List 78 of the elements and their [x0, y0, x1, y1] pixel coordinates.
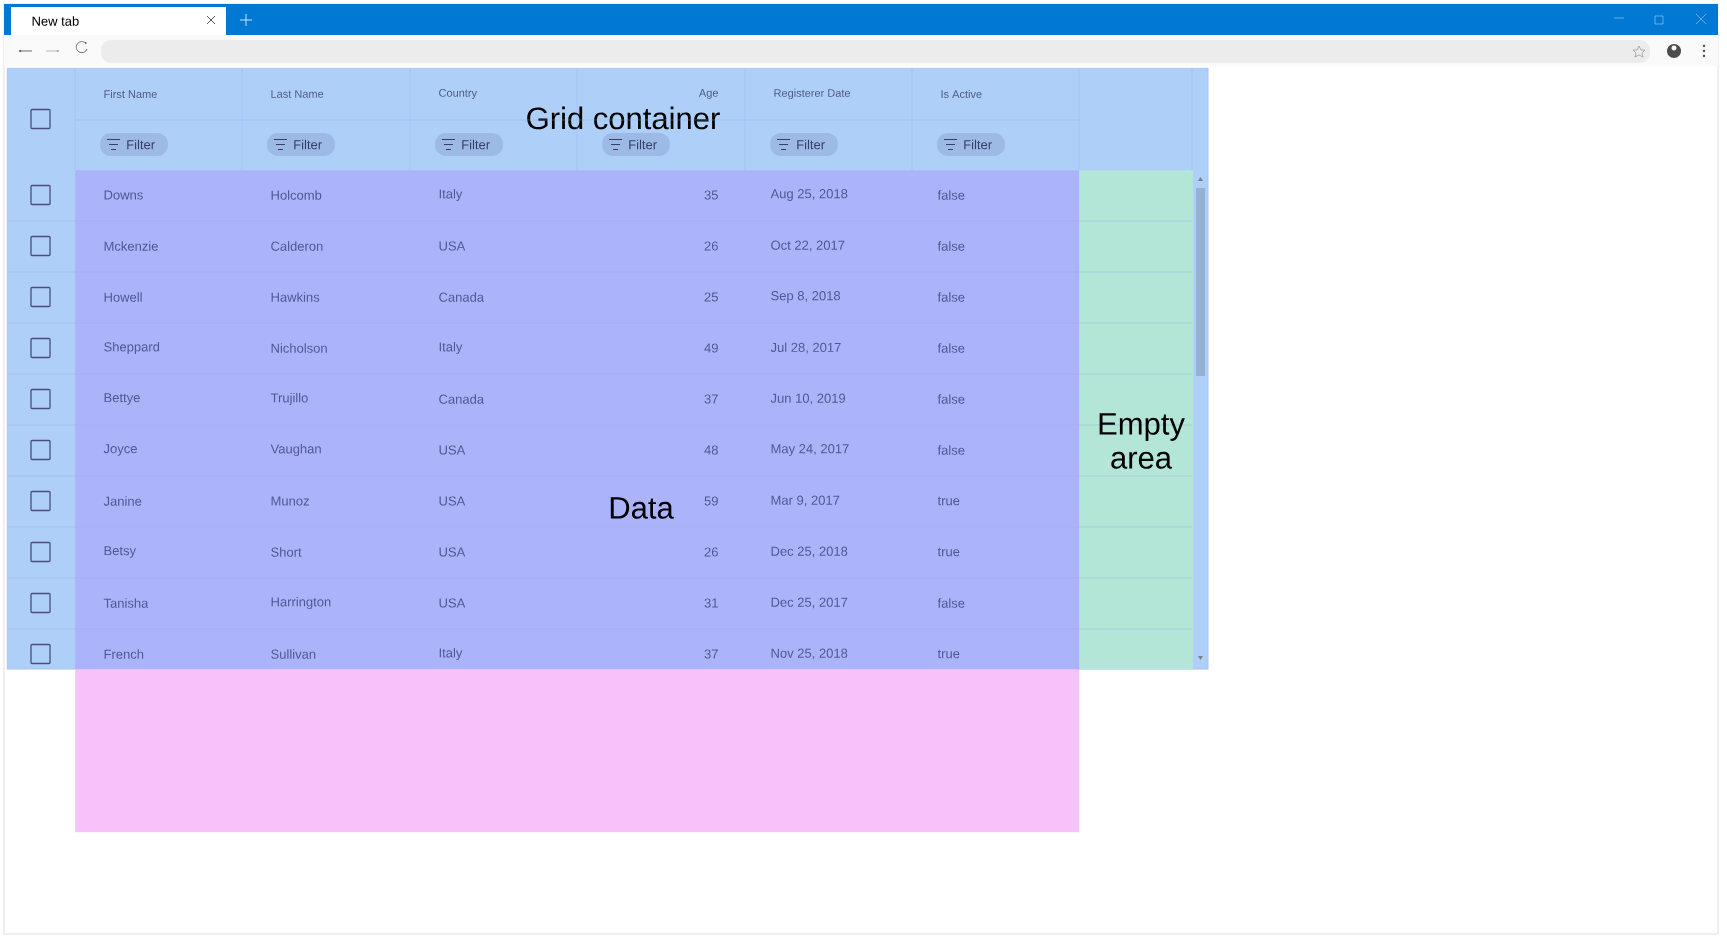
table-cell: Sullivan [271, 649, 316, 659]
table-cell: USA [439, 547, 466, 557]
table-cell: USA [439, 598, 466, 608]
table-cell: Howell [104, 292, 142, 302]
filter-button: Filter [602, 133, 670, 156]
table-cell: Downs [104, 190, 143, 200]
table-cell: Italy [439, 341, 463, 355]
table-cell: USA [439, 496, 466, 506]
table-cell: Short [271, 547, 302, 557]
table-cell: 31 [704, 598, 718, 608]
table-cell: 26 [704, 241, 718, 251]
table-cell: Joyce [103, 444, 137, 456]
table-cell: Jun 10, 2019 [770, 393, 846, 405]
table-cell: May 24, 2017 [771, 444, 849, 456]
column-header: Registerer Date [774, 88, 851, 100]
table-cell: Mckenzie [104, 241, 158, 251]
column-header: Country [439, 89, 478, 99]
empty-area [1079, 170, 1194, 670]
data-area [75, 170, 1080, 670]
table-cell: Italy [439, 188, 463, 202]
table-cell: false [937, 598, 965, 608]
table-cell: true [937, 649, 960, 659]
table-cell: 37 [704, 649, 718, 659]
column-header: First Name [104, 89, 157, 99]
table-cell: Dec 25, 2017 [771, 597, 848, 609]
table-cell: true [937, 547, 960, 557]
table-cell: false [937, 241, 965, 251]
table-cell: Oct 22, 2017 [771, 240, 845, 252]
table-cell: Holcomb [271, 190, 322, 200]
filter-button: Filter [770, 133, 838, 156]
table-cell: Calderon [271, 241, 323, 251]
table-cell: Mar 9, 2017 [771, 495, 840, 507]
table-cell: false [937, 190, 965, 200]
column-header: Is Active [941, 89, 982, 99]
table-cell: Italy [439, 647, 463, 661]
table-cell: Sheppard [104, 341, 160, 355]
table-cell: Bettye [104, 393, 140, 405]
table-cell: Betsy [104, 546, 137, 558]
table-cell: Canada [439, 292, 485, 302]
table-cell: 59 [704, 496, 718, 506]
table-cell: 26 [704, 547, 718, 557]
table-cell: Nicholson [271, 343, 327, 353]
table-cell: Aug 25, 2018 [770, 189, 848, 201]
table-cell: Sep 8, 2018 [771, 291, 841, 303]
filter-button: Filter [937, 133, 1005, 156]
table-cell: 37 [704, 394, 718, 404]
table-cell: Jul 28, 2017 [770, 342, 841, 354]
table-cell: 49 [704, 343, 718, 353]
table-cell: 25 [704, 292, 718, 302]
overflow-area [75, 669, 1080, 833]
table-cell: USA [439, 445, 466, 455]
table-cell: Tanisha [103, 598, 149, 608]
filter-button: Filter [267, 133, 335, 156]
table-cell: Janine [103, 496, 142, 506]
column-header: Last Name [271, 90, 324, 98]
table-cell: 35 [704, 190, 718, 200]
filter-button: Filter [100, 133, 168, 156]
filter-button: Filter [435, 133, 503, 156]
table-cell: Munoz [271, 496, 309, 506]
table-cell: false [937, 343, 965, 353]
table-cell: false [937, 445, 965, 455]
table-cell: false [937, 292, 965, 302]
table-cell: French [104, 649, 144, 659]
table-cell: Trujillo [270, 392, 308, 406]
table-cell: Harrington [271, 596, 331, 610]
table-cell: USA [439, 241, 466, 251]
column-header: Age [698, 89, 718, 99]
region-label: Data [610, 497, 674, 519]
table-cell: false [937, 394, 965, 404]
table-cell: Nov 25, 2018 [771, 648, 848, 660]
table-cell: Hawkins [271, 292, 320, 302]
table-cell: Dec 25, 2018 [771, 546, 848, 558]
table-cell: Canada [439, 394, 485, 404]
table-cell: Vaughan [270, 443, 321, 457]
table-cell: true [937, 496, 960, 506]
region-label: Empty area [1099, 413, 1185, 469]
tab-title: New tab [32, 16, 79, 26]
table-cell: 48 [704, 445, 718, 455]
